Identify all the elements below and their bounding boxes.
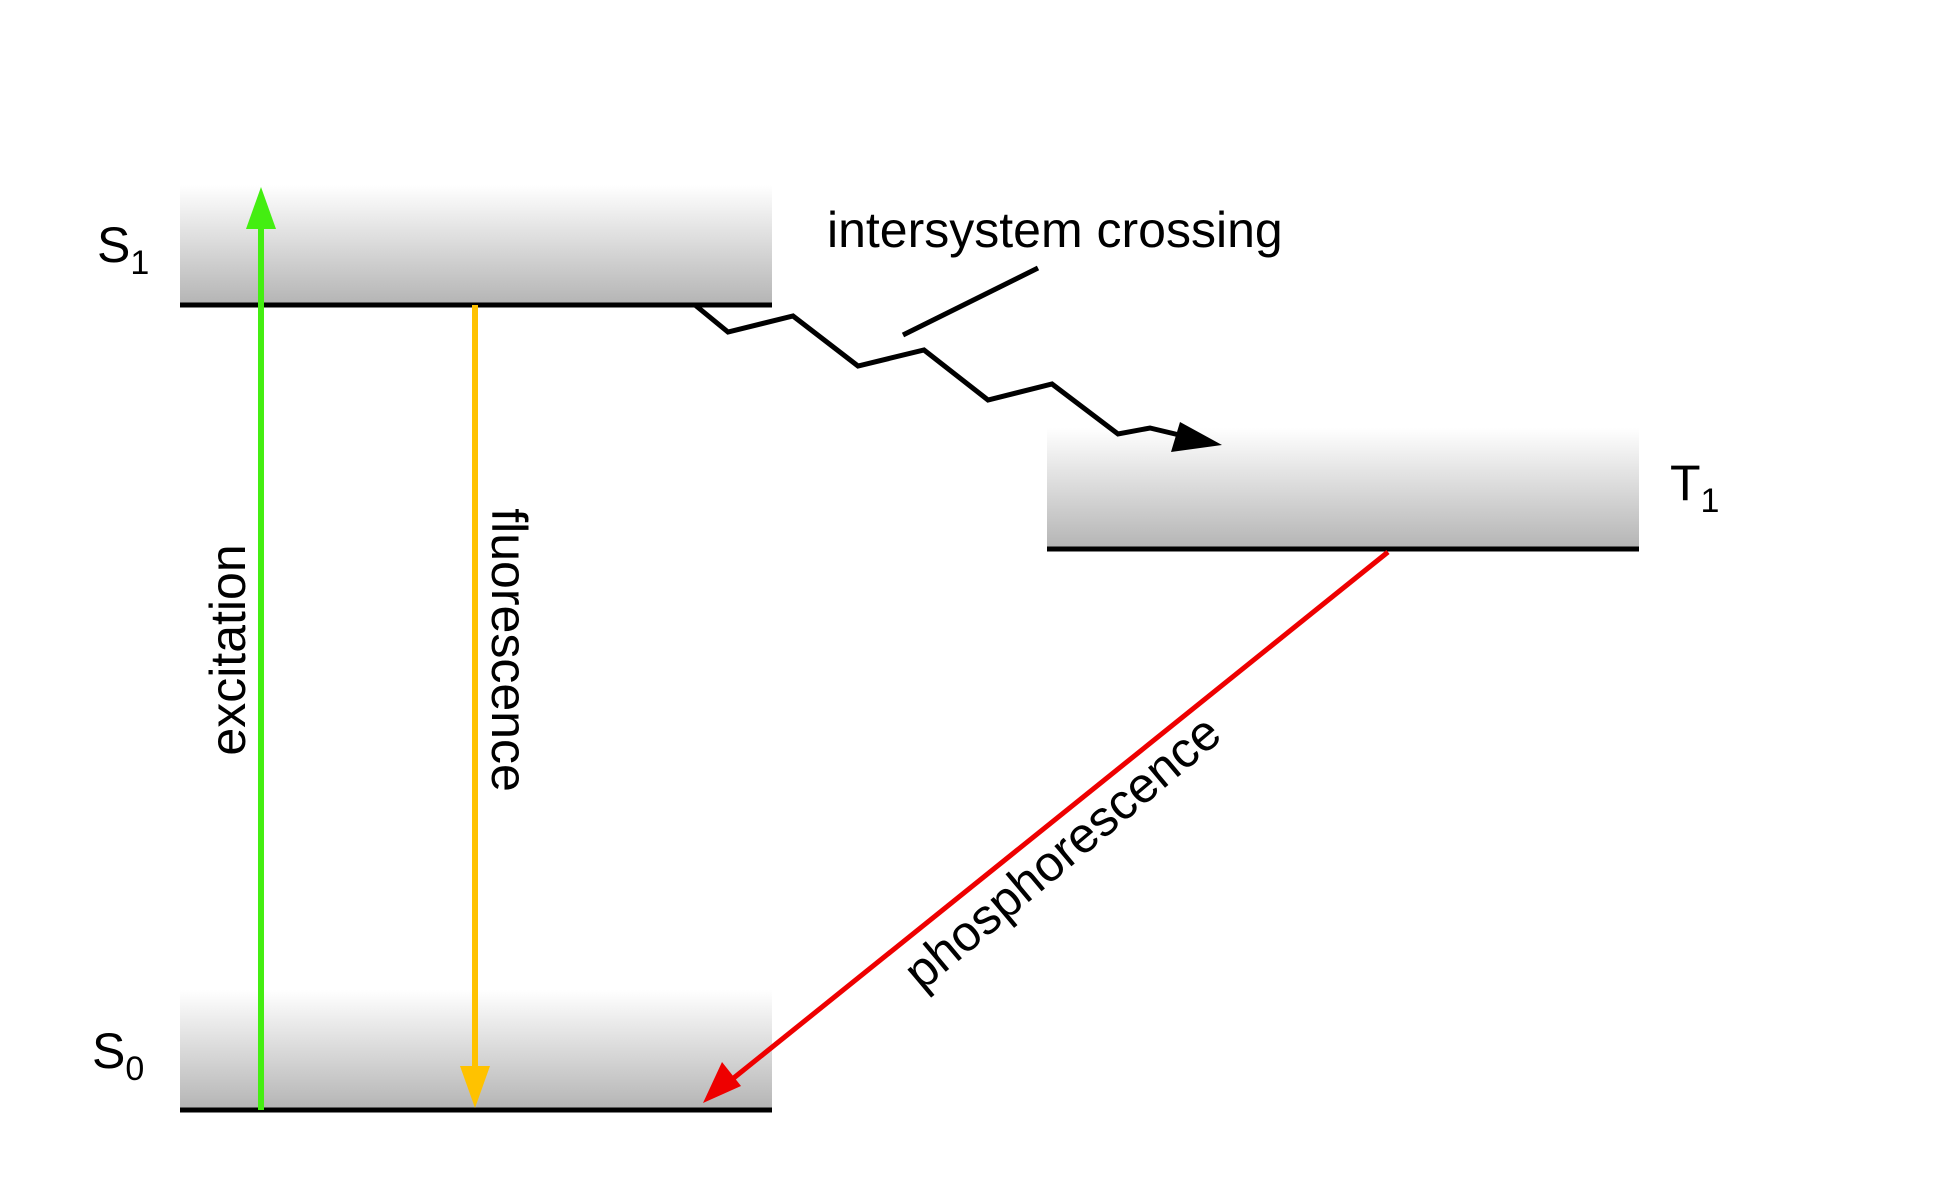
- fluorescence-arrow: [460, 305, 490, 1108]
- s1-symbol: S: [97, 217, 130, 273]
- t1-symbol: T: [1670, 455, 1701, 511]
- s1-label: S1: [97, 217, 149, 282]
- s0-subscript: 0: [125, 1050, 144, 1088]
- s0-label: S0: [92, 1023, 144, 1088]
- phosphorescence-arrow: [703, 550, 1390, 1103]
- phosphorescence-label: phosphorescence: [893, 704, 1231, 1001]
- t1-level: [1047, 428, 1639, 552]
- t1-label: T1: [1670, 455, 1719, 520]
- intersystem-crossing-arrow: [693, 265, 1222, 452]
- s1-level: [180, 185, 772, 308]
- t1-band: [1047, 428, 1639, 549]
- fluorescence-arrowhead-icon: [460, 1066, 490, 1108]
- excitation-label: excitation: [200, 544, 256, 755]
- intersystem-crossing-arrowhead-icon: [1171, 422, 1222, 452]
- t1-subscript: 1: [1701, 482, 1720, 520]
- intersystem-crossing-label: intersystem crossing: [827, 202, 1283, 258]
- intersystem-crossing-pointer-line: [901, 265, 1040, 338]
- phosphorescence-arrowhead-icon: [703, 1062, 741, 1103]
- excitation-arrowhead-icon: [246, 187, 276, 229]
- phosphorescence-arrow-shaft: [723, 550, 1390, 1087]
- s1-subscript: 1: [130, 244, 149, 282]
- s0-symbol: S: [92, 1023, 125, 1079]
- s1-band: [180, 185, 772, 305]
- intersystem-crossing-zigzag: [693, 303, 1193, 441]
- fluorescence-label: fluorescence: [481, 508, 537, 792]
- excitation-arrow: [246, 187, 276, 1110]
